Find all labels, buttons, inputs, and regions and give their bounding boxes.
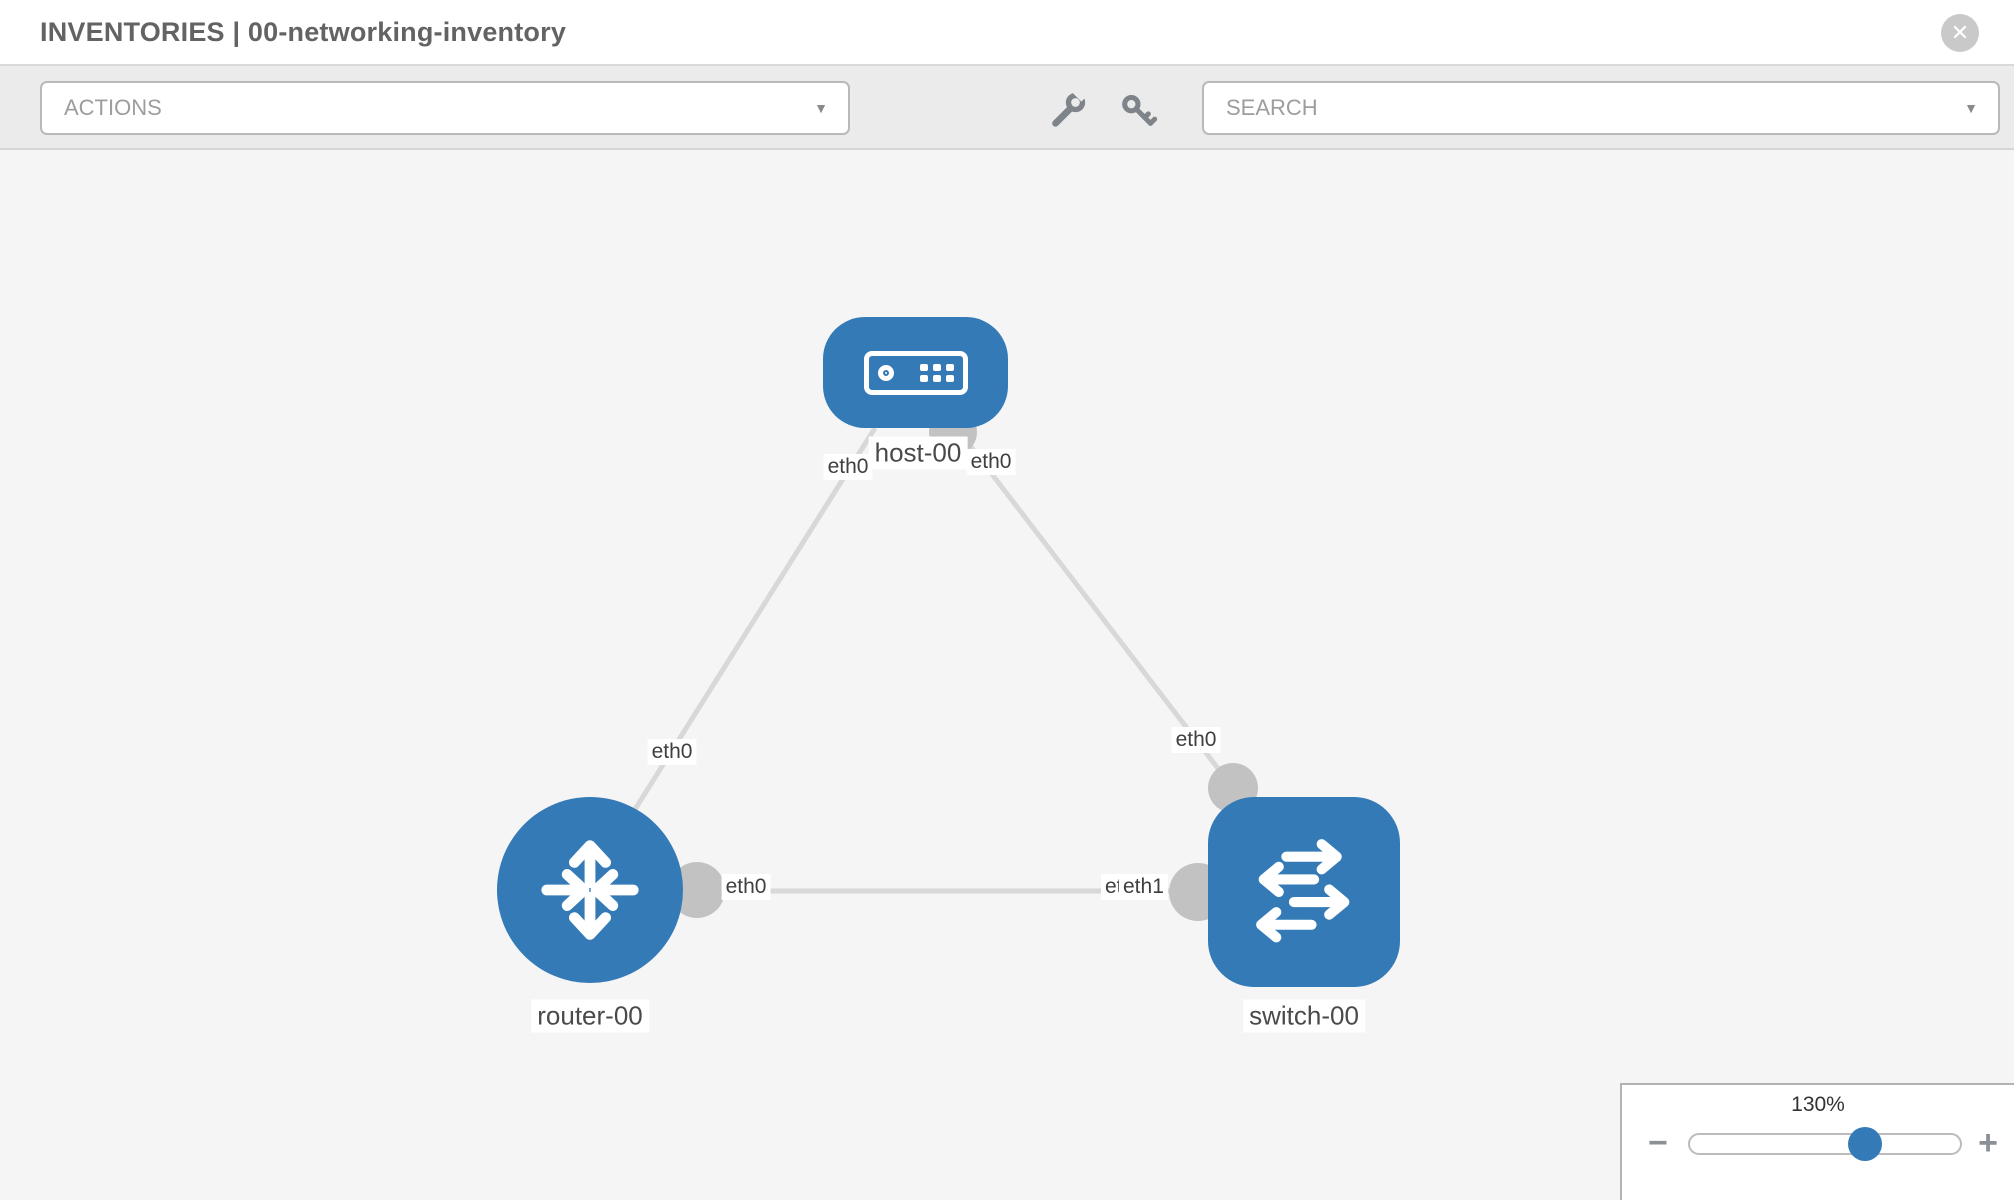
close-button[interactable]: ✕ bbox=[1941, 14, 1979, 52]
link-host-router bbox=[619, 426, 878, 832]
host-icon bbox=[863, 350, 968, 395]
search-placeholder: SEARCH bbox=[1226, 95, 1318, 120]
configure-button[interactable] bbox=[1046, 88, 1090, 132]
interface-label: eth0 bbox=[647, 739, 697, 765]
zoom-out-button[interactable]: − bbox=[1648, 1124, 1668, 1162]
chevron-down-icon: ▼ bbox=[1964, 100, 1978, 116]
close-icon: ✕ bbox=[1950, 20, 1970, 45]
interface-label: eth1 bbox=[1119, 874, 1168, 900]
port-router-eth0 bbox=[669, 862, 725, 918]
node-router-00[interactable] bbox=[497, 797, 683, 983]
node-switch-00[interactable] bbox=[1208, 797, 1400, 987]
topology-canvas[interactable]: host-00 router-00 switch-00 eth0 eth0 et… bbox=[0, 150, 2014, 1200]
actions-dropdown[interactable]: ACTIONS ▼ bbox=[40, 81, 850, 135]
node-label-router-00: router-00 bbox=[531, 999, 649, 1033]
key-icon bbox=[1122, 95, 1158, 126]
zoom-level-value: 130% bbox=[1791, 1093, 1845, 1116]
zoom-slider-thumb[interactable] bbox=[1848, 1127, 1882, 1161]
interface-label-overlap: eth0 eth1 bbox=[1101, 874, 1187, 904]
router-icon bbox=[541, 840, 639, 940]
topology-links-layer bbox=[619, 408, 1258, 921]
zoom-in-button[interactable]: + bbox=[1978, 1124, 1998, 1162]
switch-icon bbox=[1256, 839, 1350, 943]
header-bar: INVENTORIES | 00-networking-inventory ✕ bbox=[0, 0, 2014, 66]
interface-label: eth0 bbox=[721, 874, 771, 900]
chevron-down-icon: ▼ bbox=[814, 100, 828, 116]
interface-label: eth0 bbox=[1171, 727, 1221, 753]
zoom-slider[interactable] bbox=[1688, 1127, 1962, 1161]
zoom-control-panel: 130% − + bbox=[1620, 1083, 2014, 1200]
search-dropdown[interactable]: SEARCH ▼ bbox=[1202, 81, 2000, 135]
interface-label: eth0 bbox=[823, 454, 873, 480]
interface-label: eth0 bbox=[966, 449, 1016, 475]
node-label-switch-00: switch-00 bbox=[1243, 999, 1365, 1033]
wrench-icon bbox=[1052, 90, 1088, 127]
node-label-host-00: host-00 bbox=[868, 436, 968, 470]
node-host-00[interactable] bbox=[823, 317, 1008, 428]
toolbar: ACTIONS ▼ SEARCH ▼ bbox=[0, 66, 2014, 150]
actions-dropdown-label: ACTIONS bbox=[64, 95, 162, 120]
credentials-button[interactable] bbox=[1116, 88, 1160, 132]
page-title: INVENTORIES | 00-networking-inventory bbox=[40, 17, 567, 47]
